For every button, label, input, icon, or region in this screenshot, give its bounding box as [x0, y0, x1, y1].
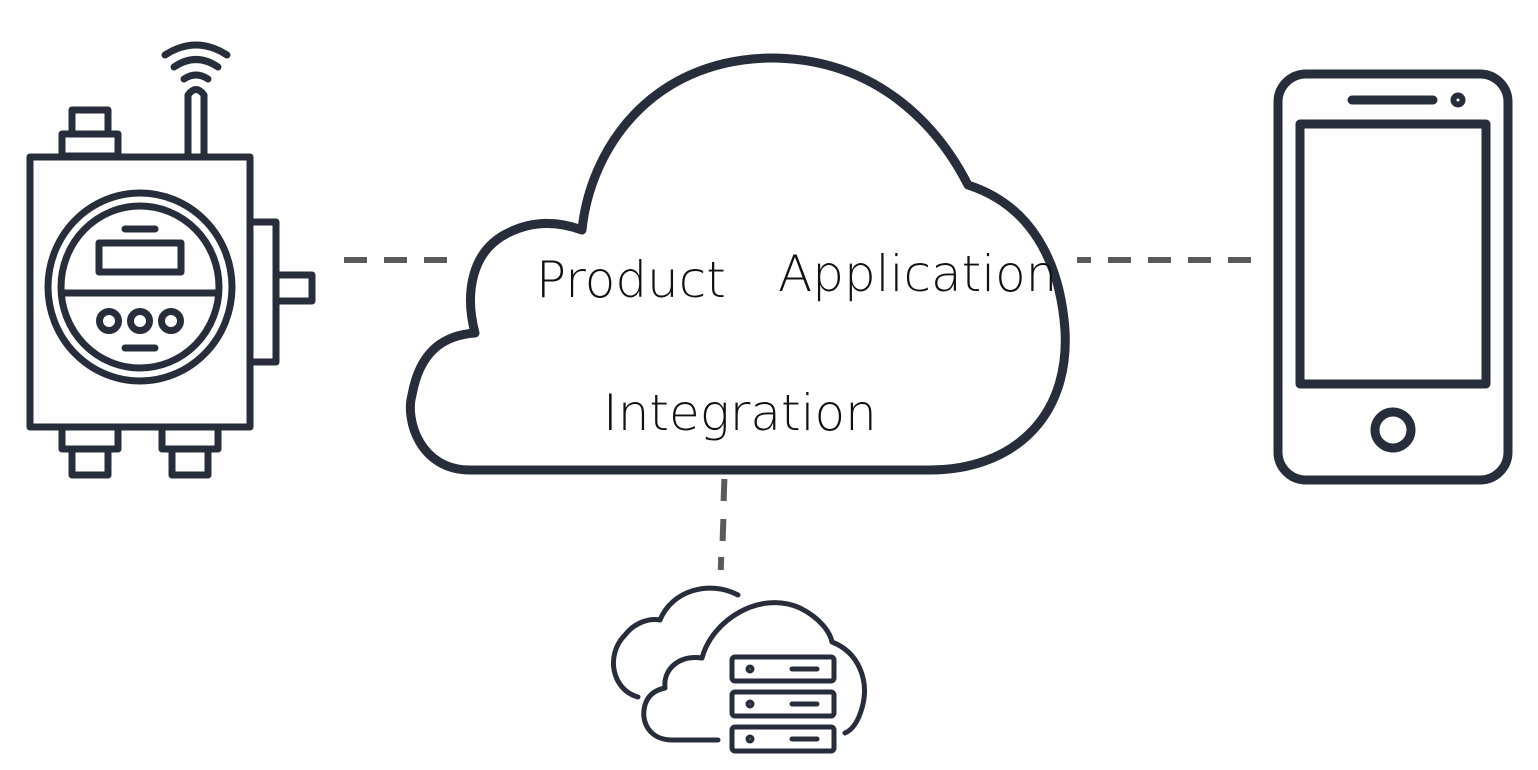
wireless-meter-device-icon: [26, 41, 316, 479]
cloud-outline: [405, 53, 1070, 475]
connector-device-cloud: [344, 257, 447, 263]
phone-home-button: [1370, 407, 1416, 453]
phone-screen: [1295, 119, 1491, 389]
dash: [344, 257, 367, 263]
top-connector-base: [58, 130, 122, 160]
dash: [1228, 257, 1251, 263]
meter-outer-ring: [44, 189, 236, 385]
cloud-icon: Product Application Integration: [405, 53, 1070, 475]
meter-button-2: [127, 308, 153, 334]
meter-inner-ring: [57, 202, 223, 372]
smartphone-icon: [1273, 69, 1513, 485]
cloud-label-application: Application: [778, 245, 1057, 303]
dash: [1188, 257, 1211, 263]
dash: [720, 478, 728, 502]
bottom-connector-2-cap: [168, 445, 212, 479]
meter-button-1: [96, 308, 122, 334]
meter-display: [95, 239, 185, 276]
front-cloud-outline: [641, 600, 867, 743]
side-connector: [246, 218, 280, 366]
cloud-server-icon: [610, 585, 867, 754]
dash: [1148, 257, 1171, 263]
wifi-arc-inner: [180, 71, 212, 83]
wifi-arc-middle: [170, 56, 222, 71]
server-rack-3: [729, 724, 837, 754]
cloud-label-integration: Integration: [603, 384, 877, 442]
server-rack-2-led: [745, 699, 755, 709]
server-rack-1-led: [745, 664, 755, 674]
phone-body: [1273, 69, 1513, 485]
dash: [719, 518, 727, 542]
server-rack-2: [729, 689, 837, 719]
top-connector-cap: [68, 106, 112, 138]
cloud-label-product: Product: [536, 251, 726, 309]
dash: [1108, 257, 1131, 263]
side-connector-plug: [272, 271, 316, 305]
phone-camera: [1450, 92, 1466, 108]
connector-cloud-phone: [1077, 257, 1251, 263]
back-cloud-outline: [610, 585, 741, 700]
dash: [717, 556, 725, 571]
bottom-connector-1-cap: [68, 445, 112, 479]
meter-button-3: [158, 308, 184, 334]
server-rack-1: [729, 654, 837, 684]
dash: [424, 257, 447, 263]
dash: [384, 257, 407, 263]
connector-cloud-server: [717, 478, 728, 571]
dash: [1077, 257, 1091, 263]
antenna: [184, 86, 208, 159]
wifi-arc-outer: [161, 41, 231, 59]
server-rack-3-led: [745, 734, 755, 744]
